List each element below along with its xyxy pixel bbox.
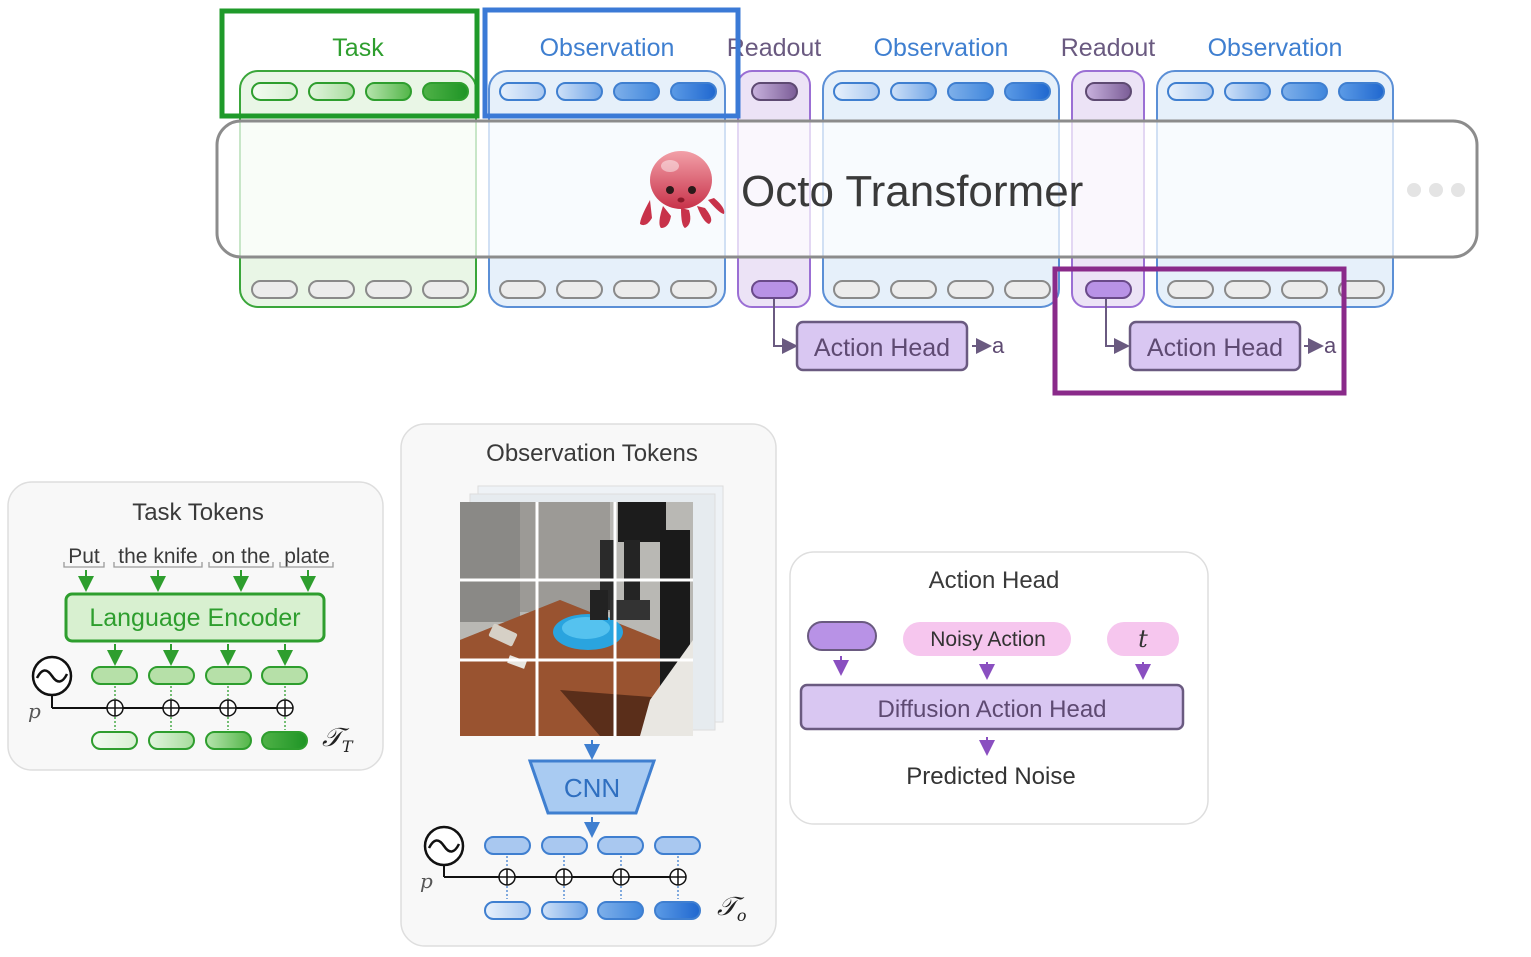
task-encoded-tokens [91,666,308,685]
group-label-readout-1: Readout [727,34,822,62]
encoder-to-token-arrows [107,644,293,666]
diffusion-action-head-label: Diffusion Action Head [877,696,1106,723]
readout-input-token-1 [751,82,798,101]
observation-highlight-frame [482,7,741,119]
timestep-pill [1107,622,1179,656]
action-head-box-1 [795,320,969,372]
observation-position-symbol: p [420,869,433,893]
task-highlight-frame [219,8,480,119]
readout-to-action-head-arrow-2 [1105,299,1130,354]
task-position-symbol: p [28,699,41,723]
group-label-observation-1: Observation [540,34,675,62]
predicted-noise-label: Predicted Noise [906,763,1075,790]
task-output-tokens [251,280,469,299]
readout-output-token-1 [751,280,798,299]
ellipsis-icon [1407,183,1465,197]
observation-final-tokens [484,901,701,920]
language-encoder-label: Language Encoder [89,604,300,632]
task-word-on-the: on the [212,545,270,568]
observation-patch-grid [460,502,693,736]
robot-scene-image [460,502,693,736]
action-head-label-2: Action Head [1147,334,1283,362]
task-tokens-title: Task Tokens [132,499,264,526]
task-pos-embedding [31,655,285,709]
observation-output-tokens-2 [833,280,1051,299]
noisy-action-label: Noisy Action [930,628,1046,651]
timestep-label: t [1138,625,1148,653]
action-head-label-1: Action Head [814,334,950,362]
observation-tokens-title: Observation Tokens [486,440,698,467]
group-label-observation-2: Observation [874,34,1009,62]
task-word-plate: plate [284,545,330,568]
observation-add-nodes [498,868,687,886]
action-head-panel-title: Action Head [929,567,1060,594]
diffusion-action-head-box [799,683,1185,731]
action-output-2: a [1324,333,1337,358]
observation-output-tokens-1 [499,280,717,299]
group-label-readout-2: Readout [1061,34,1156,62]
group-label-task: Task [332,34,384,62]
task-word-arrows [78,570,316,592]
group-label-observation-3: Observation [1208,34,1343,62]
task-add-nodes [106,699,294,717]
action-head-highlight-frame [1052,266,1347,396]
action-output-1: a [992,333,1005,358]
task-word-put: Put [68,545,100,568]
task-word-brackets [63,562,334,568]
transformer-title: Octo Transformer [741,167,1083,216]
language-encoder-box [64,592,326,643]
noisy-action-pill [903,622,1071,656]
task-word-the-knife: the knife [118,545,197,568]
observation-small-arrows [506,856,679,899]
observation-encoded-tokens [484,836,701,855]
octopus-icon [640,151,725,228]
observation-output-tokens-3 [1167,280,1385,299]
task-input-tokens [251,82,469,101]
action-head-box-2 [1128,320,1302,372]
observation-input-tokens-1 [499,82,717,101]
observation-input-tokens-3 [1167,82,1385,101]
readout-input-token-2 [1085,82,1132,101]
readout-embedding-token [807,621,877,651]
task-final-tokens [91,731,308,750]
cnn-label: CNN [564,773,620,803]
cnn-box [527,759,657,815]
action-input-arrows [833,656,1151,680]
readout-output-token-2 [1085,280,1132,299]
observation-pos-embedding [423,825,678,878]
octo-transformer-block [215,119,1479,259]
observation-input-tokens-2 [833,82,1051,101]
readout-to-action-head-arrow-1 [773,299,798,354]
